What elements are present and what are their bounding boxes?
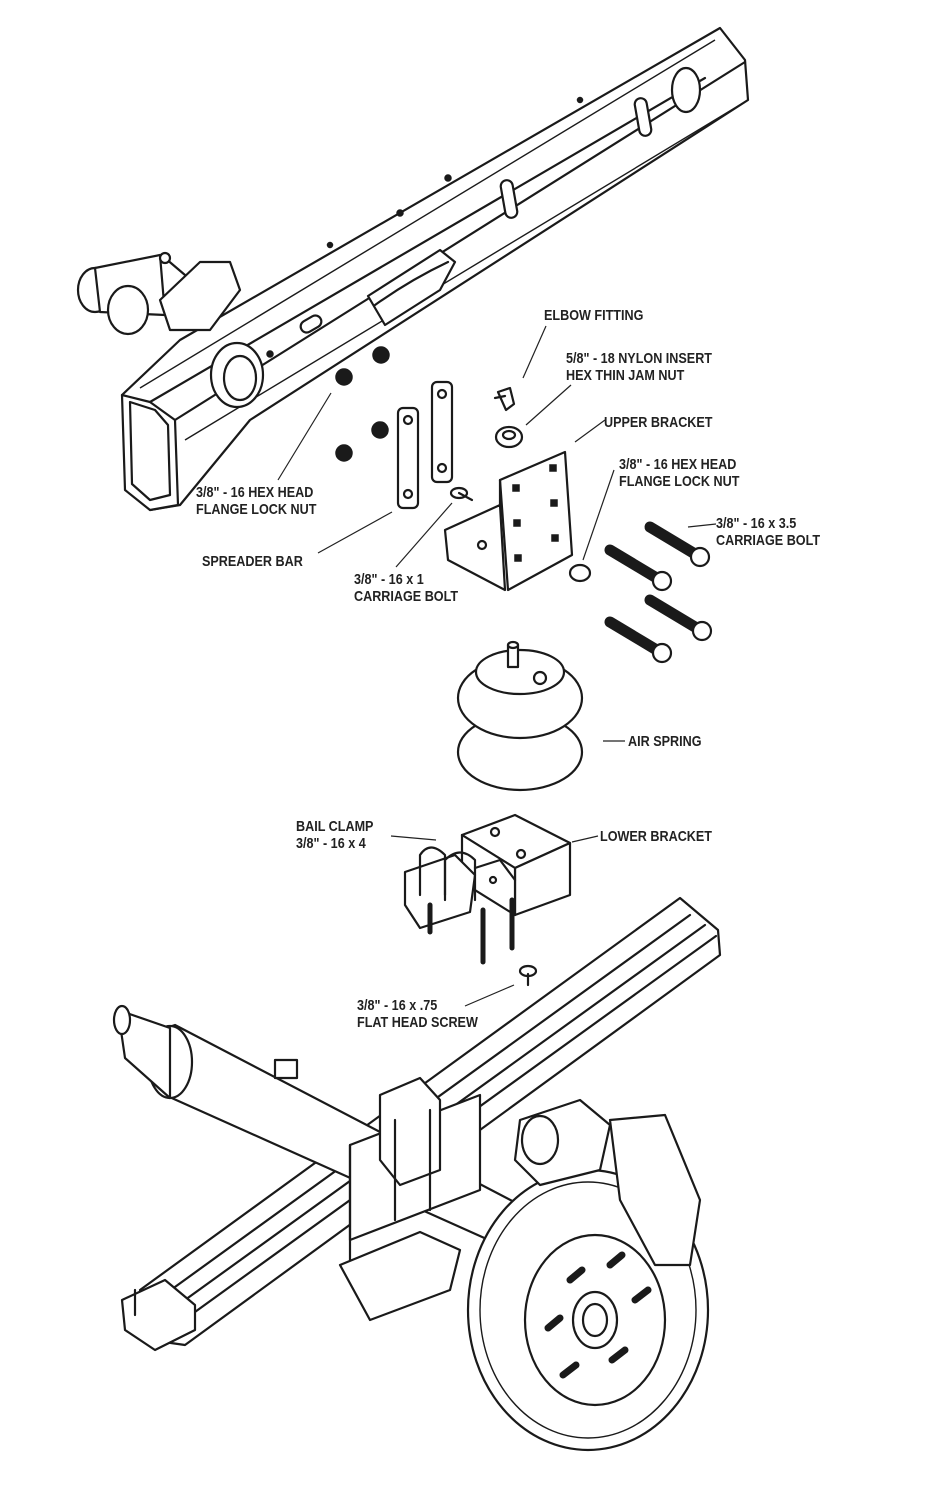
label-short-carriage-bolt-line2: CARRIAGE BOLT bbox=[354, 588, 459, 605]
label-hex-nut-right: 3/8" - 16 HEX HEAD FLANGE LOCK NUT bbox=[619, 456, 739, 490]
flat-head-screw bbox=[518, 964, 538, 987]
label-hex-nut-right-line1: 3/8" - 16 HEX HEAD bbox=[619, 456, 737, 473]
label-spreader-bar: SPREADER BAR bbox=[202, 553, 303, 570]
label-jam-nut-line1: 5/8" - 18 NYLON INSERT bbox=[566, 350, 713, 367]
upper-bracket bbox=[443, 450, 574, 592]
leader-lines bbox=[277, 325, 717, 1007]
short-carriage-bolt bbox=[449, 486, 474, 502]
air-spring bbox=[456, 640, 584, 792]
bail-clamps bbox=[403, 846, 517, 965]
label-upper-bracket: UPPER BRACKET bbox=[604, 414, 713, 431]
label-long-carriage-bolt-line1: 3/8" - 16 x 3.5 bbox=[716, 515, 797, 532]
label-upper-bracket-text: UPPER BRACKET bbox=[604, 414, 713, 431]
label-bail-clamp-line1: BAIL CLAMP bbox=[296, 818, 374, 835]
label-hex-nut-left-line1: 3/8" - 16 HEX HEAD bbox=[196, 484, 314, 501]
label-jam-nut-line2: HEX THIN JAM NUT bbox=[566, 367, 685, 384]
label-short-carriage-bolt-line1: 3/8" - 16 x 1 bbox=[354, 571, 424, 588]
label-bail-clamp: BAIL CLAMP 3/8" - 16 x 4 bbox=[296, 818, 373, 852]
label-bail-clamp-line2: 3/8" - 16 x 4 bbox=[296, 835, 366, 852]
elbow-fitting bbox=[493, 386, 516, 412]
jam-nut bbox=[494, 425, 524, 449]
axle-assembly bbox=[112, 896, 722, 1452]
label-flat-head-screw-line2: FLAT HEAD SCREW bbox=[357, 1014, 478, 1031]
frame-rail bbox=[76, 26, 750, 512]
label-jam-nut: 5/8" - 18 NYLON INSERT HEX THIN JAM NUT bbox=[566, 350, 712, 384]
label-air-spring: AIR SPRING bbox=[628, 733, 702, 750]
hex-lock-nuts-left bbox=[335, 346, 390, 462]
long-carriage-bolts bbox=[604, 521, 713, 664]
lower-bracket bbox=[460, 813, 572, 917]
label-hex-nut-right-line2: FLANGE LOCK NUT bbox=[619, 473, 740, 490]
label-lower-bracket: LOWER BRACKET bbox=[600, 828, 712, 845]
spreader-bars bbox=[396, 380, 454, 510]
label-flat-head-screw: 3/8" - 16 x .75 FLAT HEAD SCREW bbox=[357, 997, 478, 1031]
label-lower-bracket-text: LOWER BRACKET bbox=[600, 828, 712, 845]
label-spreader-bar-text: SPREADER BAR bbox=[202, 553, 303, 570]
label-hex-nut-left-line2: FLANGE LOCK NUT bbox=[196, 501, 317, 518]
label-elbow-fitting-text: ELBOW FITTING bbox=[544, 307, 644, 324]
label-long-carriage-bolt-line2: CARRIAGE BOLT bbox=[716, 532, 821, 549]
label-flat-head-screw-line1: 3/8" - 16 x .75 bbox=[357, 997, 438, 1014]
label-elbow-fitting: ELBOW FITTING bbox=[544, 307, 643, 324]
label-long-carriage-bolt: 3/8" - 16 x 3.5 CARRIAGE BOLT bbox=[716, 515, 820, 549]
hex-lock-nut-right bbox=[568, 563, 592, 583]
label-air-spring-text: AIR SPRING bbox=[628, 733, 702, 750]
label-hex-nut-left: 3/8" - 16 HEX HEAD FLANGE LOCK NUT bbox=[196, 484, 316, 518]
label-short-carriage-bolt: 3/8" - 16 x 1 CARRIAGE BOLT bbox=[354, 571, 458, 605]
